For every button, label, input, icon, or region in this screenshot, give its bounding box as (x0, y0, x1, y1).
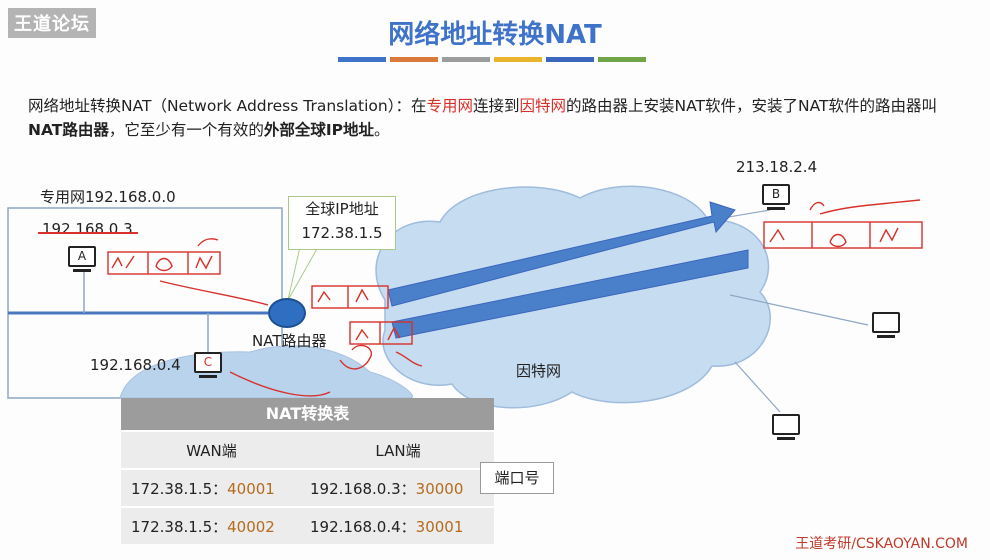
nat-row-1-lan: 192.168.0.3：30000 (302, 468, 494, 507)
host-c-computer-icon[interactable]: C (194, 352, 222, 378)
internet-host-bottom-icon[interactable] (772, 414, 800, 440)
accent-bar-3 (442, 57, 490, 62)
global-ip-callout: 全球IP地址 172.38.1.5 (288, 196, 396, 250)
host-a-ip-underline (38, 232, 138, 234)
term-internet: 因特网 (519, 97, 567, 115)
host-c-ip: 192.168.0.4 (90, 356, 181, 374)
callout-ip: 172.38.1.5 (301, 224, 383, 242)
nat-row-2-lan: 192.168.0.4：30001 (302, 506, 494, 544)
nat-router-icon[interactable] (268, 298, 306, 328)
packet-box-router-lower (349, 321, 413, 345)
wan-port: 40002 (227, 517, 275, 536)
term-nat-router: NAT路由器 (28, 121, 109, 139)
host-a-computer-icon[interactable]: A (68, 246, 96, 272)
packet-box-router-upper (311, 285, 389, 309)
wan-ip: 172.38.1.5： (131, 517, 228, 536)
lan-ip: 192.168.0.3： (310, 479, 416, 498)
accent-bar-6 (598, 57, 646, 62)
intro-paragraph: 网络地址转换NAT（Network Address Translation）：在… (28, 94, 963, 142)
private-network-label: 专用网192.168.0.0 (40, 188, 176, 206)
internet-host-right-icon[interactable] (872, 312, 900, 338)
handwritten-annotations (107, 199, 923, 397)
arrow-upper (387, 201, 736, 307)
nat-table-header-row: WAN端 LAN端 (121, 430, 494, 469)
footer-brand: 王道考研/CSKAOYAN.COM (795, 536, 968, 552)
callout-pointer (287, 246, 319, 301)
intro-text-2: 连接到 (472, 97, 520, 115)
intro-text-1: 网络地址转换NAT（Network Address Translation）：在 (28, 97, 427, 115)
wan-ip: 172.38.1.5： (131, 479, 228, 498)
accent-bar-1 (338, 57, 386, 62)
slide-title: 网络地址转换NAT (388, 20, 602, 50)
table-row: 172.38.1.5：40001 192.168.0.3：30000 (121, 468, 494, 507)
router-cloud (119, 345, 413, 399)
packet-box-b (763, 221, 923, 249)
port-number-label: 端口号 (480, 462, 554, 494)
table-row: 172.38.1.5：40002 192.168.0.4：30001 (121, 506, 494, 544)
lan-port: 30000 (415, 479, 464, 498)
host-b-ip: 213.18.2.4 (736, 158, 818, 176)
nat-row-2-wan: 172.38.1.5：40002 (121, 506, 302, 544)
nat-translation-table: NAT转换表 WAN端 LAN端 172.38.1.5：40001 192.16… (121, 398, 494, 544)
term-global-ip: 外部全球IP地址 (263, 121, 374, 139)
host-a-ip: 192.168.0.3 (42, 220, 133, 238)
term-private-network: 专用网 (426, 97, 473, 115)
accent-bar-4 (494, 57, 542, 62)
arrow-lower (391, 249, 749, 339)
nat-table-title: NAT转换表 (121, 398, 494, 430)
host-b-computer-icon[interactable]: B (762, 184, 790, 210)
lan-port: 30001 (415, 517, 464, 536)
link-host-right (729, 294, 869, 326)
nat-table-header-lan: LAN端 (302, 430, 494, 469)
nat-table-header-wan: WAN端 (121, 430, 302, 469)
wan-port: 40001 (227, 479, 275, 498)
accent-bar-2 (390, 57, 438, 62)
packet-box-a (107, 251, 221, 275)
link-host-bottom (734, 361, 781, 413)
internet-label: 因特网 (516, 362, 562, 380)
forum-watermark: 王道论坛 (8, 8, 96, 38)
intro-text-4: ，它至少有一个有效的 (108, 121, 264, 139)
accent-bar-5 (546, 57, 594, 62)
callout-title: 全球IP地址 (305, 200, 379, 218)
intro-text-3: 的路由器上安装NAT软件，安装了NAT软件的路由器叫 (566, 97, 937, 115)
host-b-name: B (771, 187, 781, 201)
host-a-name: A (77, 249, 87, 263)
intro-text-5: 。 (374, 121, 390, 139)
router-label: NAT路由器 (252, 332, 327, 350)
lan-ip: 192.168.0.4： (310, 517, 416, 536)
nat-row-1-wan: 172.38.1.5：40001 (121, 468, 302, 507)
host-c-name: C (203, 355, 213, 369)
